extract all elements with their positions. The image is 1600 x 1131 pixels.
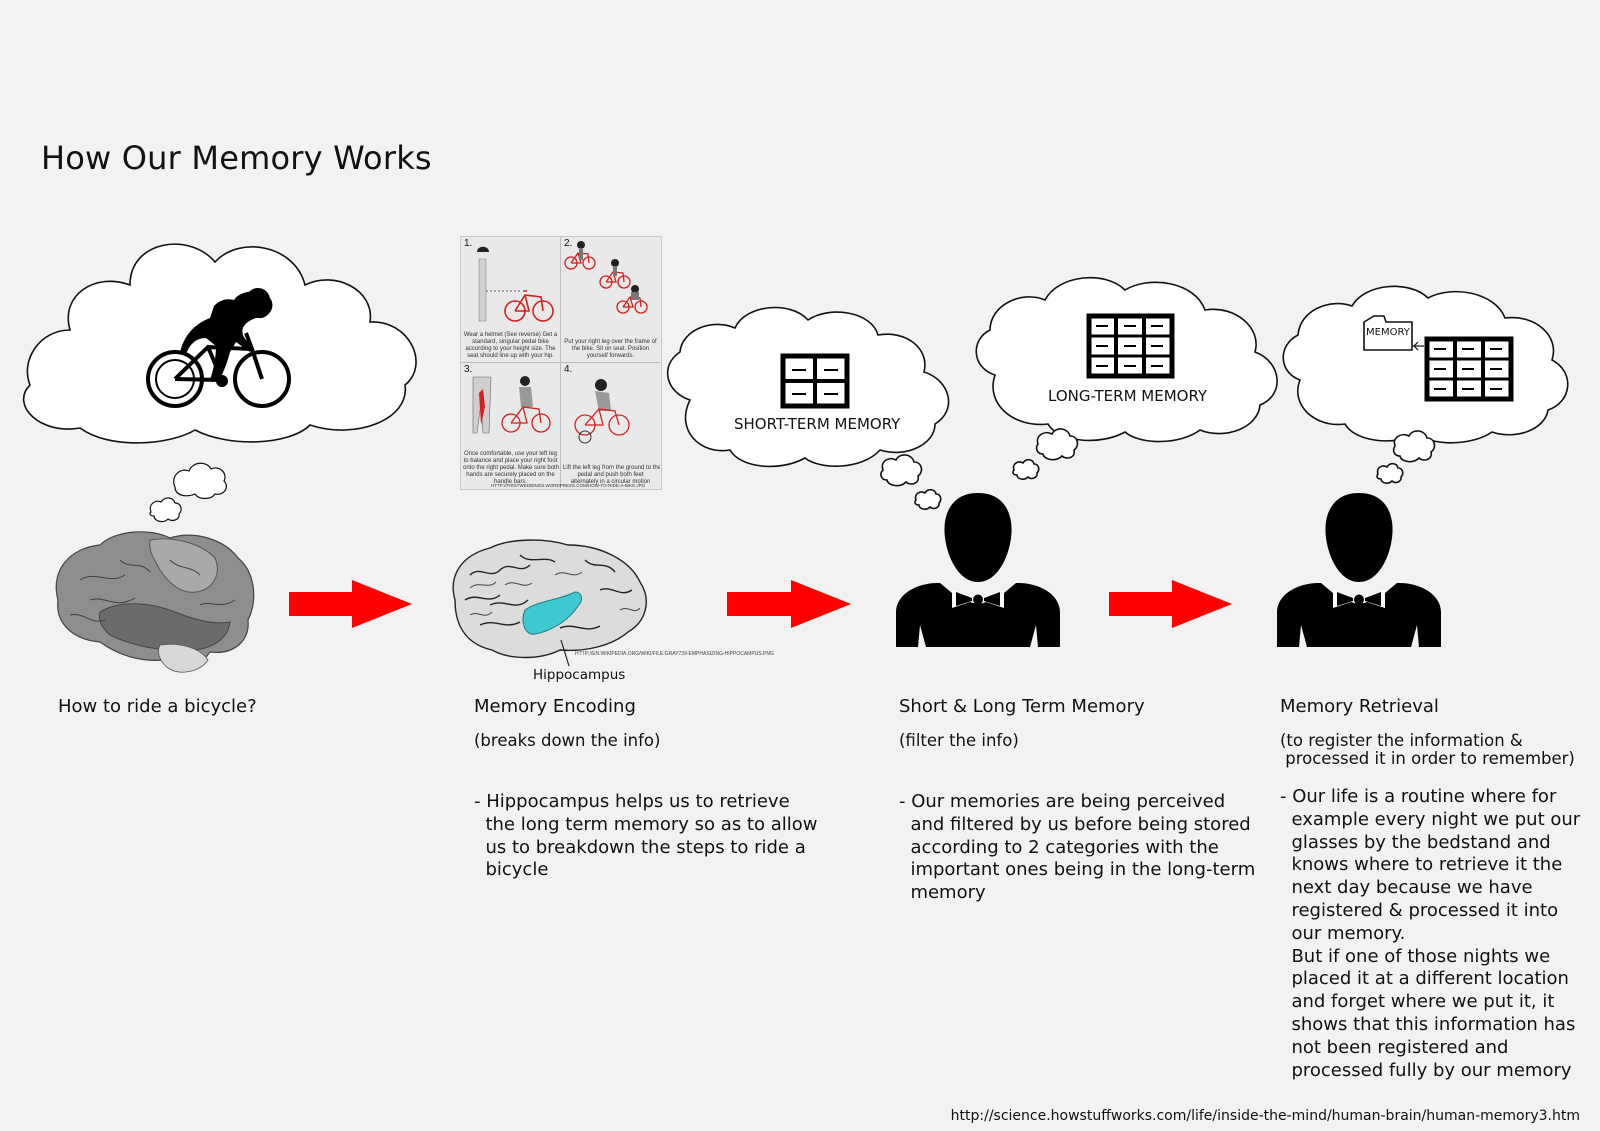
folder-icon — [1363, 315, 1424, 351]
thought-bubble-small — [149, 462, 227, 523]
step-number: 1. — [464, 238, 473, 249]
step-text: Once comfortable, use your left leg to b… — [463, 451, 560, 485]
step-text: Wear a helmet (See reverse) Get a standa… — [463, 332, 558, 359]
source-link[interactable]: http://science.howstuffworks.com/life/in… — [950, 1108, 1580, 1124]
brain-icon — [55, 531, 255, 673]
step-number: 4. — [564, 364, 573, 375]
bike-step-4: 4. Lift the left leg from the ground to … — [561, 363, 660, 488]
stage-description: - Our memories are being perceived and f… — [899, 791, 1256, 904]
thought-cloud-icon — [666, 306, 950, 510]
hippocampus-label: Hippocampus — [533, 667, 626, 683]
arrow-right-icon — [289, 580, 412, 628]
long-term-memory-label: LONG-TERM MEMORY — [1048, 387, 1208, 405]
mounting-bike-illustration — [564, 241, 648, 314]
stage-caption: Memory Retrieval — [1280, 696, 1439, 717]
stage-subtitle: (filter the info) — [899, 731, 1019, 750]
cyclist-icon — [146, 288, 291, 408]
arrow-right-icon — [727, 580, 851, 628]
helmet-bike-illustration — [477, 246, 554, 322]
stage-subtitle: (breaks down the info) — [474, 731, 661, 750]
stage-caption: Short & Long Term Memory — [899, 696, 1145, 717]
cabinet-icon — [1424, 336, 1514, 402]
page-title: How Our Memory Works — [41, 139, 432, 177]
step-number: 2. — [564, 238, 573, 249]
cabinet-icon — [1086, 313, 1175, 379]
bike-step-2: 2. Put your right leg over the frame of … — [561, 237, 660, 363]
stage-description: - Our life is a routine where for exampl… — [1280, 786, 1581, 1081]
stage-subtitle: (to register the information & processed… — [1280, 731, 1575, 768]
arrow-right-icon — [1109, 580, 1232, 628]
bike-steps-panel: 1. Wear a helmet (See reverse) Get a sta… — [460, 236, 662, 490]
short-term-memory-label: SHORT-TERM MEMORY — [734, 415, 901, 433]
image-credit: HTTP://EN.WIKIPEDIA.ORG/WIKI/FILE:GRAY73… — [575, 651, 774, 657]
stage-caption: How to ride a bicycle? — [58, 696, 257, 717]
pedaling-illustration — [574, 379, 630, 444]
folder-label: MEMORY — [1366, 327, 1410, 338]
balancing-illustration — [472, 376, 551, 434]
cabinet-icon — [780, 353, 850, 409]
bike-step-3: 3. Once comfortable, use your left leg t… — [461, 363, 561, 488]
stage-caption: Memory Encoding — [474, 696, 636, 717]
stage-description: - Hippocampus helps us to retrieve the l… — [474, 791, 818, 881]
hippocampus-brain-icon — [452, 539, 647, 667]
step-number: 3. — [464, 364, 473, 375]
step-text: Lift the left leg from the ground to the… — [563, 465, 660, 485]
person-silhouette-icon — [1277, 493, 1441, 647]
image-credit: HTTP://FIRSTWEDDINGS.WORDPRESS.COM/HOW-T… — [491, 483, 646, 488]
person-silhouette-icon — [896, 493, 1060, 647]
thought-cloud-icon — [975, 276, 1278, 480]
step-text: Put your right leg over the frame of the… — [564, 339, 657, 359]
bike-step-1: 1. Wear a helmet (See reverse) Get a sta… — [461, 237, 561, 363]
